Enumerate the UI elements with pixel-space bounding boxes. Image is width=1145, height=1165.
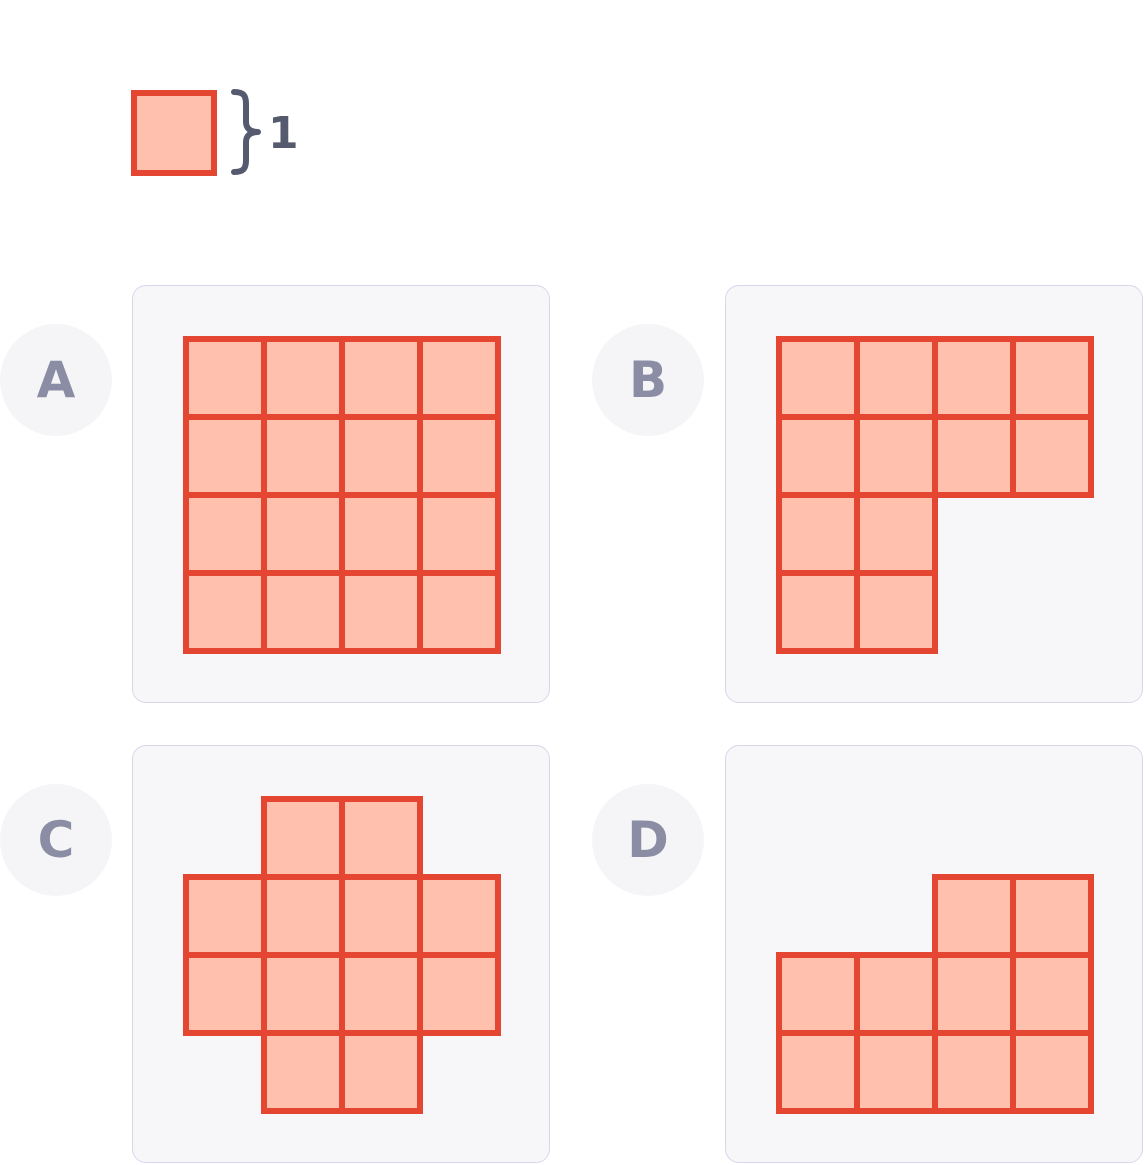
option-c-unit-square: [261, 796, 345, 880]
option-c-unit-square: [261, 952, 345, 1036]
option-b-unit-square: [854, 570, 938, 654]
option-d-unit-square: [854, 952, 938, 1036]
option-a-unit-square: [183, 336, 267, 420]
option-c-unit-square: [339, 952, 423, 1036]
option-c-unit-square: [339, 874, 423, 958]
option-a-label[interactable]: A: [0, 324, 112, 436]
option-b-unit-square: [932, 414, 1016, 498]
option-b-unit-square: [1010, 414, 1094, 498]
option-b-unit-square: [776, 492, 860, 576]
option-a-unit-square: [417, 492, 501, 576]
option-a-unit-square: [183, 570, 267, 654]
option-a-unit-square: [261, 570, 345, 654]
option-d-unit-square: [1010, 952, 1094, 1036]
option-a-unit-square: [417, 414, 501, 498]
option-a-unit-square: [261, 336, 345, 420]
option-d-unit-square: [932, 952, 1016, 1036]
option-c-unit-square: [417, 874, 501, 958]
option-c-card[interactable]: [132, 745, 550, 1163]
right-brace-icon: [231, 89, 261, 175]
option-c-unit-square: [261, 1030, 345, 1114]
option-b-card[interactable]: [725, 285, 1143, 703]
option-b-unit-square: [776, 336, 860, 420]
option-c-unit-square: [339, 1030, 423, 1114]
option-a-unit-square: [339, 570, 423, 654]
option-b-label[interactable]: B: [592, 324, 704, 436]
option-a-unit-square: [183, 414, 267, 498]
option-b-unit-square: [854, 492, 938, 576]
option-c-shape: [183, 796, 501, 1114]
option-d-unit-square: [776, 1030, 860, 1114]
option-c-unit-square: [339, 796, 423, 880]
option-d-unit-square: [1010, 1030, 1094, 1114]
option-d-label[interactable]: D: [592, 784, 704, 896]
option-b-shape: [776, 336, 1094, 654]
option-d-unit-square: [932, 874, 1016, 958]
option-a-unit-square: [339, 492, 423, 576]
option-a-unit-square: [339, 414, 423, 498]
option-a-unit-square: [417, 570, 501, 654]
option-b-unit-square: [854, 414, 938, 498]
option-d-shape: [776, 874, 1094, 1114]
option-d-unit-square: [776, 952, 860, 1036]
unit-square: [131, 90, 217, 176]
option-d-card[interactable]: [725, 745, 1143, 1163]
option-a-card[interactable]: [132, 285, 550, 703]
option-c-label[interactable]: C: [0, 784, 112, 896]
option-c-unit-square: [183, 874, 267, 958]
option-d-unit-square: [854, 1030, 938, 1114]
option-a-unit-square: [261, 492, 345, 576]
option-c-unit-square: [183, 952, 267, 1036]
option-a-unit-square: [417, 336, 501, 420]
option-a-shape: [183, 336, 501, 654]
option-a-unit-square: [183, 492, 267, 576]
option-d-unit-square: [1010, 874, 1094, 958]
option-a-unit-square: [261, 414, 345, 498]
option-c-unit-square: [417, 952, 501, 1036]
option-b-unit-square: [1010, 336, 1094, 420]
option-b-unit-square: [854, 336, 938, 420]
option-b-unit-square: [776, 570, 860, 654]
option-c-unit-square: [261, 874, 345, 958]
option-a-unit-square: [339, 336, 423, 420]
option-d-unit-square: [932, 1030, 1016, 1114]
option-b-unit-square: [932, 336, 1016, 420]
unit-value: 1: [268, 108, 299, 159]
option-b-unit-square: [776, 414, 860, 498]
